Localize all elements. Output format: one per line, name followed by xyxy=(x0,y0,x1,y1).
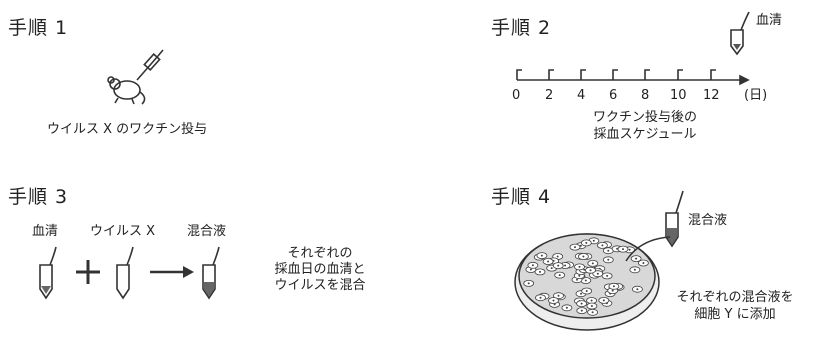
tick-2: 2 xyxy=(545,88,554,103)
step-4-note-line2: 細胞 Y に添加 xyxy=(694,307,776,322)
petri-dish-icon xyxy=(514,233,660,331)
step-3-note-line1: それぞれの xyxy=(287,246,353,261)
cells xyxy=(523,237,649,316)
step-2-title: 手順 2 xyxy=(491,17,552,39)
cell-nucleus xyxy=(539,296,542,299)
serum-tube-icon xyxy=(730,11,750,56)
plus-icon xyxy=(76,260,100,284)
label-serum: 血清 xyxy=(32,224,59,239)
cell-nucleus xyxy=(531,264,534,267)
schedule-caption-line2: 採血スケジュール xyxy=(593,127,697,142)
mixture-tube-icon xyxy=(202,246,220,300)
cell-nucleus xyxy=(592,239,595,242)
cell-nucleus xyxy=(582,255,585,258)
cell-nucleus xyxy=(558,274,561,277)
axis-unit: (日) xyxy=(744,88,768,103)
cell-nucleus xyxy=(636,288,639,291)
step-1-title: 手順 1 xyxy=(8,17,69,39)
cell-nucleus xyxy=(580,302,583,305)
pointer-line xyxy=(625,236,671,262)
step-3-note-line3: ウイルスを混合 xyxy=(274,278,366,293)
cell-nucleus xyxy=(550,267,553,270)
mixture-label: 混合液 xyxy=(688,213,728,228)
cell-nucleus xyxy=(564,264,567,267)
cell-nucleus xyxy=(576,278,578,281)
cell-nucleus xyxy=(557,264,560,267)
cell-nucleus xyxy=(578,274,581,277)
tick-12: 12 xyxy=(703,88,720,103)
tick-0: 0 xyxy=(512,88,521,103)
virus-tube-icon xyxy=(116,246,134,300)
tick-10: 10 xyxy=(670,88,687,103)
cell-nucleus xyxy=(539,270,541,273)
cell-nucleus xyxy=(611,289,614,292)
cell-nucleus xyxy=(589,269,592,272)
label-mixture: 混合液 xyxy=(187,224,227,239)
cell-nucleus xyxy=(580,309,583,312)
cell-nucleus xyxy=(540,254,543,257)
mouse-syringe-icon xyxy=(107,49,164,105)
cell-nucleus xyxy=(547,260,550,263)
cell-nucleus xyxy=(585,241,588,244)
cell-nucleus xyxy=(591,311,594,314)
cell-nucleus xyxy=(557,294,560,297)
cell-nucleus xyxy=(585,290,588,292)
cell-nucleus xyxy=(590,299,593,302)
serum-tube-icon xyxy=(39,246,57,300)
label-virus: ウイルス X xyxy=(90,224,156,239)
sampling-marks xyxy=(516,69,716,80)
step-3-note-line2: 採血日の血清と xyxy=(274,262,366,277)
cell-nucleus xyxy=(579,244,582,247)
cell-nucleus xyxy=(529,268,532,271)
cell-nucleus xyxy=(642,262,645,264)
cell-nucleus xyxy=(606,274,609,277)
cell-nucleus xyxy=(556,255,559,258)
cell-nucleus xyxy=(552,299,555,302)
tick-4: 4 xyxy=(577,88,586,103)
cell-nucleus xyxy=(580,292,582,295)
arrow-right-icon xyxy=(150,266,194,278)
cell-nucleus xyxy=(607,258,610,261)
tick-6: 6 xyxy=(609,88,618,103)
cell-nucleus xyxy=(628,248,631,251)
step-3-title: 手順 3 xyxy=(8,186,69,208)
cell-nucleus xyxy=(578,265,581,268)
step-1-caption: ウイルス X のワクチン投与 xyxy=(47,122,208,137)
cell-nucleus xyxy=(633,268,636,271)
cell-nucleus xyxy=(553,303,556,306)
cell-nucleus xyxy=(574,246,576,249)
step-4-title: 手順 4 xyxy=(491,186,552,208)
cell-nucleus xyxy=(601,244,604,247)
cell-nucleus xyxy=(527,282,530,285)
step-4-note-line1: それぞれの混合液を xyxy=(676,290,794,305)
schedule-caption-line1: ワクチン投与後の xyxy=(592,110,697,125)
cell-nucleus xyxy=(596,272,599,275)
serum-label: 血清 xyxy=(756,13,783,28)
cell-nucleus xyxy=(584,279,587,282)
cell-nucleus xyxy=(591,262,594,265)
cell-nucleus xyxy=(607,249,610,252)
cell-nucleus xyxy=(612,285,615,288)
cell-nucleus xyxy=(602,299,605,302)
cell-nucleus xyxy=(565,306,568,309)
cell-nucleus xyxy=(622,248,624,251)
sampling-timeline xyxy=(516,69,750,86)
cell-nucleus xyxy=(616,247,619,250)
tick-8: 8 xyxy=(641,88,650,103)
cell-nucleus xyxy=(635,257,638,260)
cell-nucleus xyxy=(590,305,593,307)
